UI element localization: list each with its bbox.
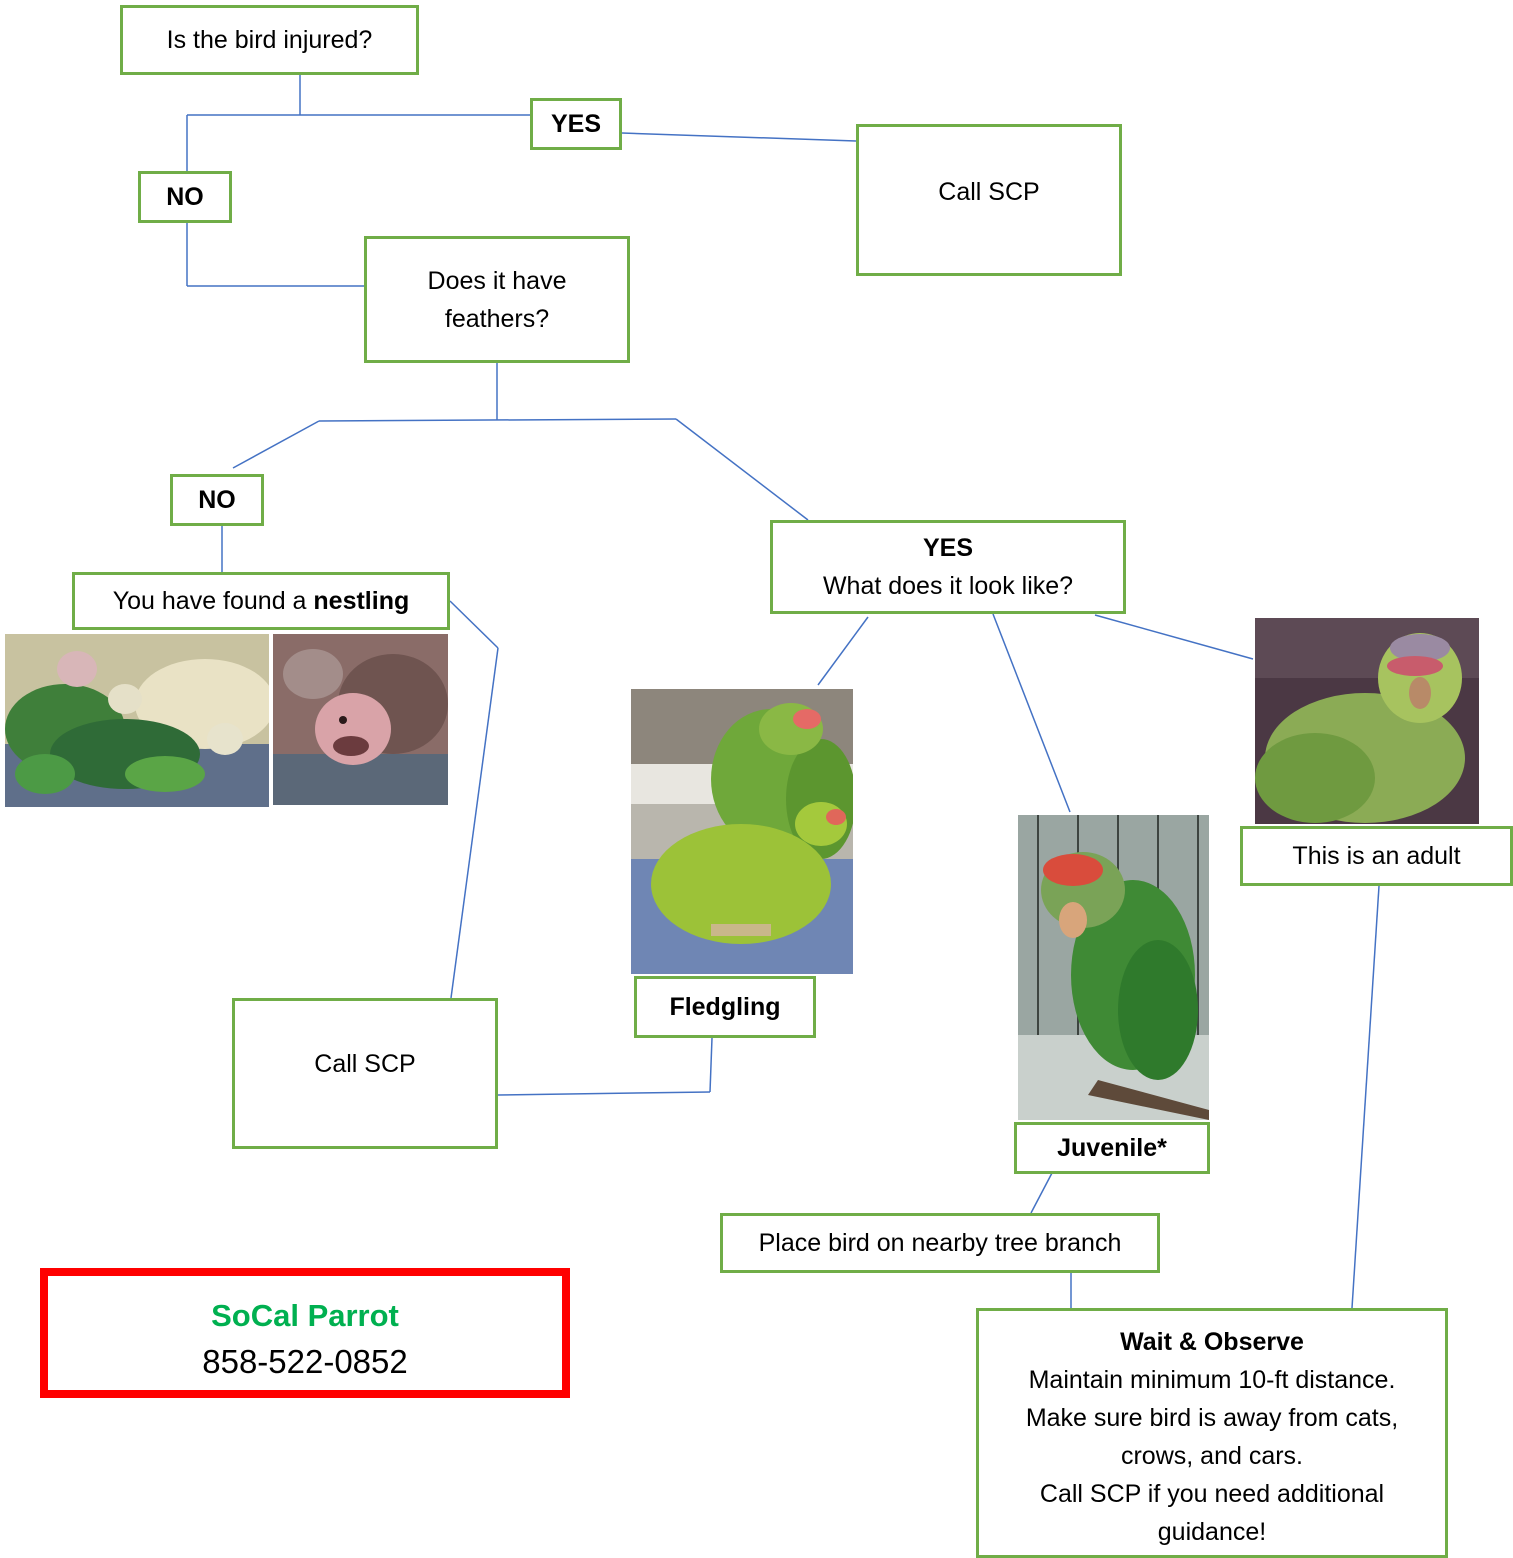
- contact-card: SoCal Parrot 858-522-0852: [40, 1268, 570, 1398]
- call-scp-text: Call SCP: [314, 1050, 416, 1078]
- nestling-bold: nestling: [313, 587, 410, 615]
- connector-line: [450, 647, 499, 999]
- wait-line: guidance!: [1157, 1518, 1267, 1546]
- question-feathers-text: Does it have feathers?: [427, 266, 567, 333]
- connector-line: [675, 418, 809, 521]
- juvenile-text: Juvenile*: [1057, 1134, 1167, 1162]
- fledgling-text: Fledgling: [669, 993, 781, 1021]
- connector-line: [1030, 1172, 1053, 1214]
- place-branch-text: Place bird on nearby tree branch: [758, 1229, 1122, 1257]
- connector-line: [992, 613, 1071, 813]
- connector-line: [497, 1091, 711, 1096]
- connector-line: [318, 418, 677, 422]
- call-scp-text: Call SCP: [938, 178, 1040, 206]
- parrot-nestling-closeup-photo: [273, 634, 448, 805]
- connector-line: [232, 420, 320, 469]
- call-scp-injured: Call SCP: [856, 124, 1122, 276]
- question-look-text: What does it look like?: [822, 572, 1074, 600]
- answer-no-feathers: NO: [170, 474, 264, 526]
- juvenile-label: Juvenile*: [1014, 1122, 1210, 1174]
- question-feathers: Does it have feathers?: [364, 236, 630, 363]
- yes-look-box: YES What does it look like?: [770, 520, 1126, 614]
- answer-yes-injured: YES: [530, 98, 622, 150]
- wait-line: Maintain minimum 10-ft distance.: [1028, 1366, 1396, 1394]
- fledgling-label: Fledgling: [634, 976, 816, 1038]
- wait-line: Call SCP if you need additional: [1039, 1480, 1385, 1508]
- answer-no-injured: NO: [138, 171, 232, 223]
- answer-yes-text: YES: [550, 110, 602, 138]
- wait-line: Make sure bird is away from cats,: [1025, 1404, 1399, 1432]
- brand-name: SoCal Parrot: [211, 1298, 399, 1333]
- wait-observe-box: Wait & Observe Maintain minimum 10-ft di…: [976, 1308, 1448, 1558]
- answer-no-text: NO: [198, 486, 236, 514]
- adult-text: This is an adult: [1292, 842, 1461, 870]
- fledgling-parrot-photo: [631, 689, 853, 974]
- phone-number[interactable]: 858-522-0852: [202, 1343, 408, 1380]
- adult-parrot-photo: [1255, 618, 1479, 824]
- call-scp-nestling: Call SCP: [232, 998, 498, 1149]
- wait-line: crows, and cars.: [1120, 1442, 1303, 1470]
- adult-label: This is an adult: [1240, 826, 1513, 886]
- nestling-prefix: You have found a: [112, 587, 314, 615]
- question-injured: Is the bird injured?: [120, 5, 419, 75]
- connector-line: [621, 132, 857, 142]
- connector-line: [1094, 614, 1254, 660]
- place-branch-box: Place bird on nearby tree branch: [720, 1213, 1160, 1273]
- parrot-nestlings-photo: [5, 634, 269, 807]
- connector-line: [817, 616, 869, 686]
- juvenile-parrot-photo: [1018, 815, 1209, 1120]
- answer-no-text: NO: [166, 183, 204, 211]
- connector-line: [709, 1037, 713, 1093]
- nestling-box: You have found a nestling: [72, 572, 450, 630]
- question-injured-text: Is the bird injured?: [166, 26, 373, 54]
- connector-line: [449, 600, 499, 649]
- nestling-text: You have found a nestling: [113, 582, 410, 620]
- wait-observe-title: Wait & Observe: [1120, 1328, 1304, 1356]
- connector-line: [1351, 885, 1380, 1309]
- answer-yes-text: YES: [922, 534, 974, 562]
